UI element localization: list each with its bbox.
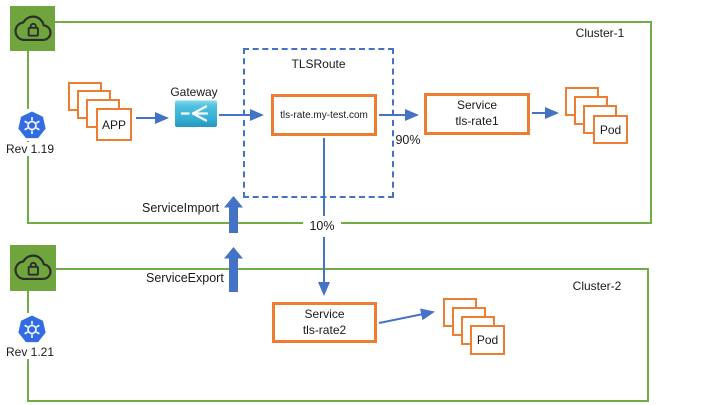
service-import-label: ServiceImport (142, 201, 220, 215)
service2-name: tls-rate2 (302, 322, 347, 337)
tlsroute-label: TLSRoute (291, 57, 346, 71)
tlsroute-hostname: tls-rate.my-test.com (280, 109, 368, 121)
gateway-load-balancer-icon (175, 100, 217, 127)
cluster-2-cloud-badge (10, 245, 56, 291)
cluster-1-k8s-badge (16, 109, 48, 141)
cloud-lock-icon (13, 15, 52, 41)
app-stack: APP (68, 82, 134, 142)
cluster-2-label: Cluster-2 (572, 279, 622, 293)
service-tls-rate1-box: Service tls-rate1 (424, 93, 530, 135)
traffic-10-label: 10% (303, 216, 341, 237)
tlsroute-hostname-box: tls-rate.my-test.com (271, 94, 377, 136)
service-tls-rate2-box: Service tls-rate2 (272, 302, 377, 343)
cluster-1-cloud-badge (10, 6, 55, 51)
service1-kind: Service (456, 98, 497, 113)
pod2-label: Pod (476, 333, 499, 347)
pod-stack-cluster1: Pod (565, 87, 629, 145)
gateway-label: Gateway (170, 85, 218, 99)
traffic-90-label: 90% (395, 133, 421, 147)
cluster-2-rev-label: Rev 1.21 (0, 345, 60, 359)
pod1-label: Pod (599, 122, 622, 137)
tlsroute-group: TLSRoute (243, 48, 394, 198)
pod-card-front: Pod (593, 115, 628, 144)
service1-name: tls-rate1 (455, 114, 499, 128)
cluster-2-k8s-badge (16, 313, 48, 345)
cloud-lock-icon (14, 254, 52, 280)
app-card-front: APP (96, 108, 132, 141)
pod-stack-cluster2: Pod (443, 298, 507, 356)
pod-card-front: Pod (470, 325, 505, 355)
service2-kind: Service (304, 306, 345, 321)
cluster-1-label: Cluster-1 (575, 26, 625, 40)
app-label: APP (101, 117, 126, 132)
kubernetes-icon (18, 315, 46, 343)
cluster-1-rev-label: Rev 1.19 (0, 142, 60, 156)
service-export-label: ServiceExport (146, 271, 224, 285)
kubernetes-icon (18, 111, 46, 139)
